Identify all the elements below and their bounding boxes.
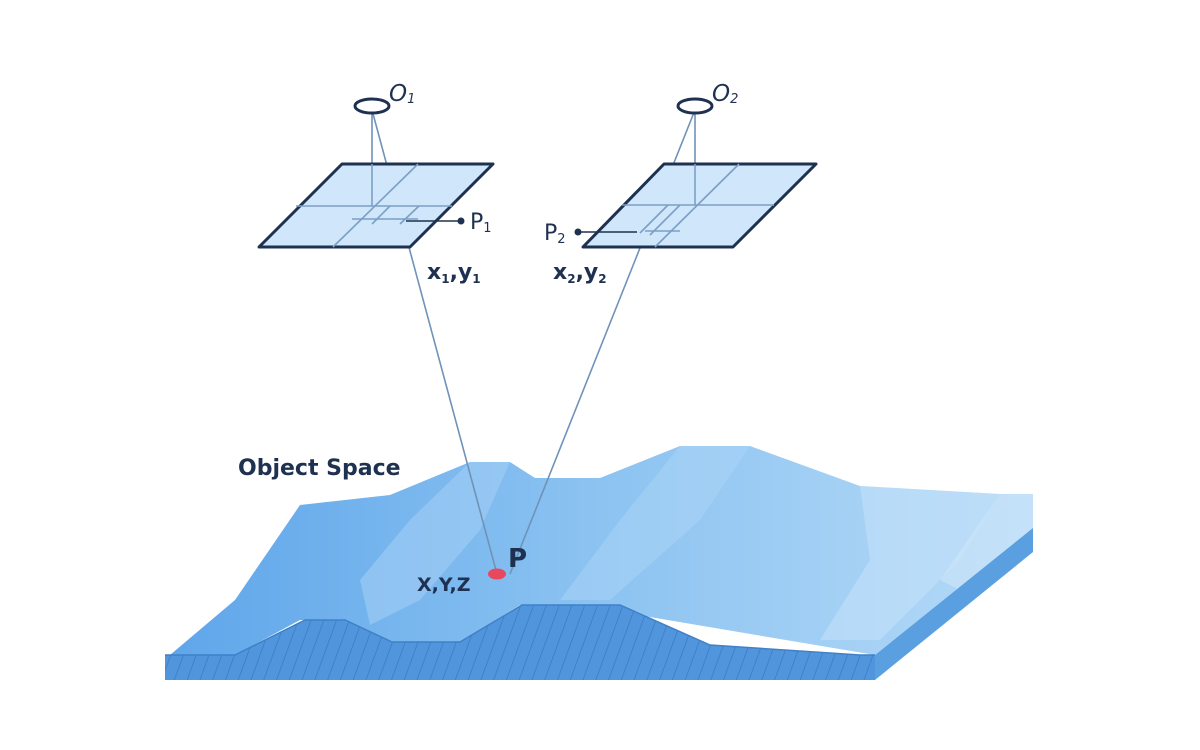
camera-center-o2-icon: [676, 97, 714, 115]
terrain-facet: [360, 462, 510, 625]
label-o2: O2: [712, 81, 738, 107]
terrain-facet: [820, 486, 1000, 640]
terrain-facet: [940, 494, 1033, 590]
label-image-coords-1: x1,y1: [427, 260, 481, 286]
image-plane-1: [257, 162, 495, 249]
terrain-front-section: [165, 605, 875, 680]
terrain: [165, 446, 1033, 680]
label-image-coords-2: x2,y2: [553, 260, 607, 286]
terrain-profile-edge: [165, 604, 875, 656]
image-plane-2: [574, 162, 818, 249]
ground-point-marker: [488, 568, 506, 580]
label-o1: O1: [389, 81, 415, 107]
label-ground-point: P: [508, 544, 527, 574]
p2-marker: [574, 228, 582, 236]
terrain-facet: [560, 446, 750, 600]
terrain-right-side: [875, 528, 1033, 680]
label-object-space: Object Space: [238, 456, 401, 481]
label-p2: P2: [544, 221, 566, 247]
camera-center-o1-icon: [353, 97, 391, 115]
label-ground-coords: X,Y,Z: [417, 574, 470, 596]
label-p1: P1: [470, 210, 492, 236]
p1-marker: [457, 217, 465, 225]
